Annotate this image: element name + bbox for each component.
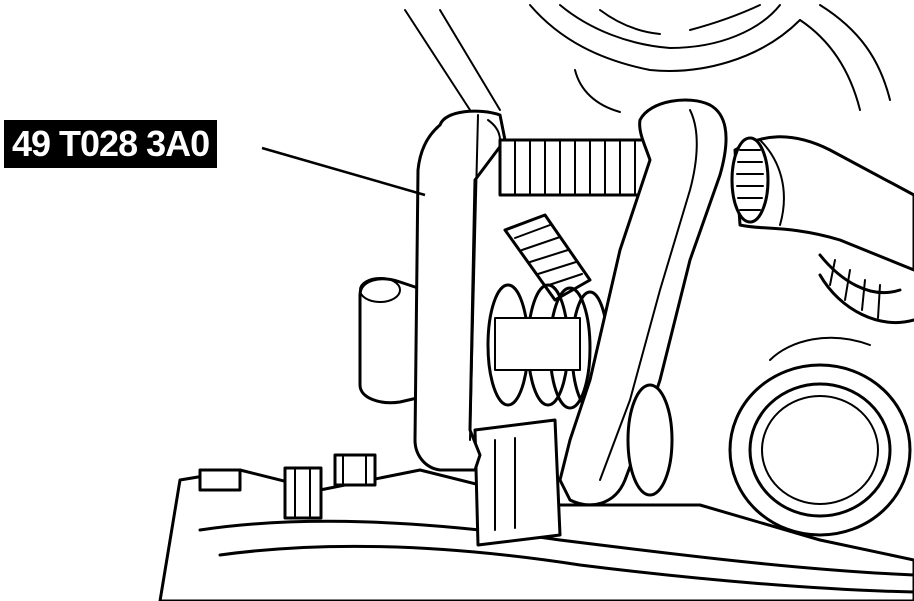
puller-forcing-screw bbox=[498, 138, 657, 197]
brake-hose bbox=[503, 213, 592, 302]
background-knuckle bbox=[404, 4, 891, 113]
puller-right-yoke bbox=[558, 98, 728, 507]
tool-number-label: 49 T028 3A0 bbox=[4, 120, 218, 168]
puller-left-jaw bbox=[413, 109, 507, 472]
hose-cylinder bbox=[728, 253, 914, 537]
ball-joint-stud bbox=[473, 418, 562, 547]
callout-leader-line bbox=[261, 146, 426, 197]
tie-rod-arm bbox=[730, 135, 914, 272]
